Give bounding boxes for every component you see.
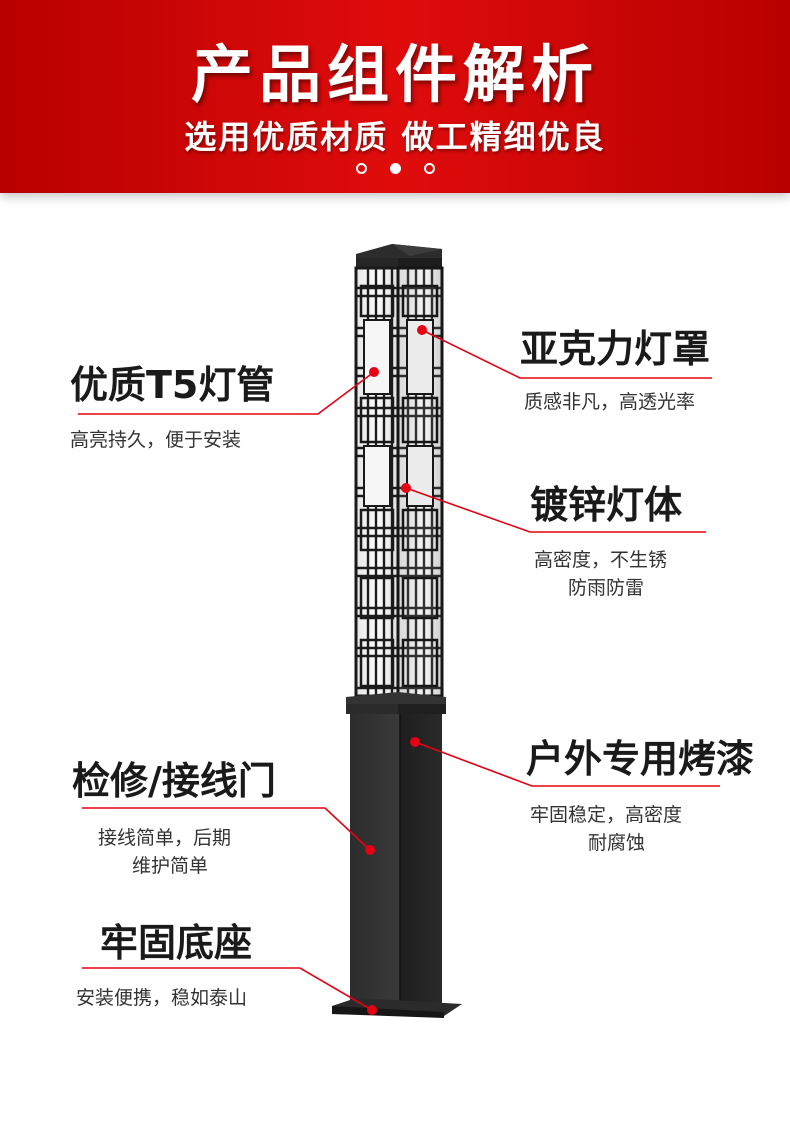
marker-tube <box>369 367 379 377</box>
marker-door <box>365 845 375 855</box>
leader-base <box>82 967 373 1011</box>
label-base-title: 牢固底座 <box>100 921 253 965</box>
label-tube: 优质T5灯管 高亮持久，便于安装 <box>70 354 320 451</box>
header-banner: 产品组件解析 选用优质材质 做工精细优良 <box>0 0 790 193</box>
dot-1[interactable] <box>356 163 367 174</box>
label-door-title: 检修/接线门 <box>72 759 276 803</box>
label-door-desc-1: 接线简单，后期 <box>98 827 232 849</box>
marker-paint <box>410 737 420 747</box>
lamp-pole <box>350 714 442 1006</box>
lamp-light-panel-right <box>396 266 444 698</box>
leader-markers <box>365 325 427 1015</box>
label-tube-desc: 高亮持久，便于安装 <box>70 429 242 451</box>
marker-acrylic <box>417 325 427 335</box>
label-paint-title: 户外专用烤漆 <box>526 737 755 781</box>
label-paint: 户外专用烤漆 牢固稳定，高密度 耐腐蚀 <box>526 728 776 854</box>
dot-2[interactable] <box>390 163 401 174</box>
page-subtitle: 选用优质材质 做工精细优良 <box>184 118 606 156</box>
label-acrylic-title: 亚克力灯罩 <box>520 327 711 371</box>
leader-paint <box>414 741 720 787</box>
label-acrylic: 亚克力灯罩 质感非凡，高透光率 <box>520 318 720 443</box>
lamp-light-panel-left <box>354 266 400 698</box>
page-title: 产品组件解析 <box>190 38 599 111</box>
label-paint-desc-2: 耐腐蚀 <box>588 832 646 854</box>
leader-lines <box>78 329 720 1011</box>
label-acrylic-desc: 质感非凡，高透光率 <box>524 391 696 413</box>
dot-3[interactable] <box>424 163 435 174</box>
leader-door <box>82 807 371 851</box>
lamp-top-cap <box>356 244 442 268</box>
label-tube-title: 优质T5灯管 <box>70 363 275 407</box>
label-zinc-desc-1: 高密度，不生锈 <box>534 549 668 571</box>
marker-zinc <box>401 483 411 493</box>
label-paint-desc-1: 牢固稳定，高密度 <box>530 804 683 826</box>
lamp-collar <box>346 692 446 714</box>
label-door: 检修/接线门 接线简单，后期 维护简单 <box>72 750 322 877</box>
label-door-desc-2: 维护简单 <box>132 855 209 877</box>
label-zinc-title: 镀锌灯体 <box>530 483 683 527</box>
leader-acrylic <box>421 329 712 379</box>
carousel-dots <box>356 163 436 177</box>
lamp-base <box>332 998 462 1018</box>
label-zinc: 镀锌灯体 高密度，不生锈 防雨防雷 <box>530 474 710 599</box>
label-base: 牢固底座 安装便携，稳如泰山 <box>76 912 300 1009</box>
leader-tube <box>78 371 375 415</box>
label-base-desc: 安装便携，稳如泰山 <box>76 987 248 1009</box>
leader-zinc <box>405 487 706 533</box>
label-zinc-desc-2: 防雨防雷 <box>568 577 645 599</box>
marker-base <box>367 1005 377 1015</box>
